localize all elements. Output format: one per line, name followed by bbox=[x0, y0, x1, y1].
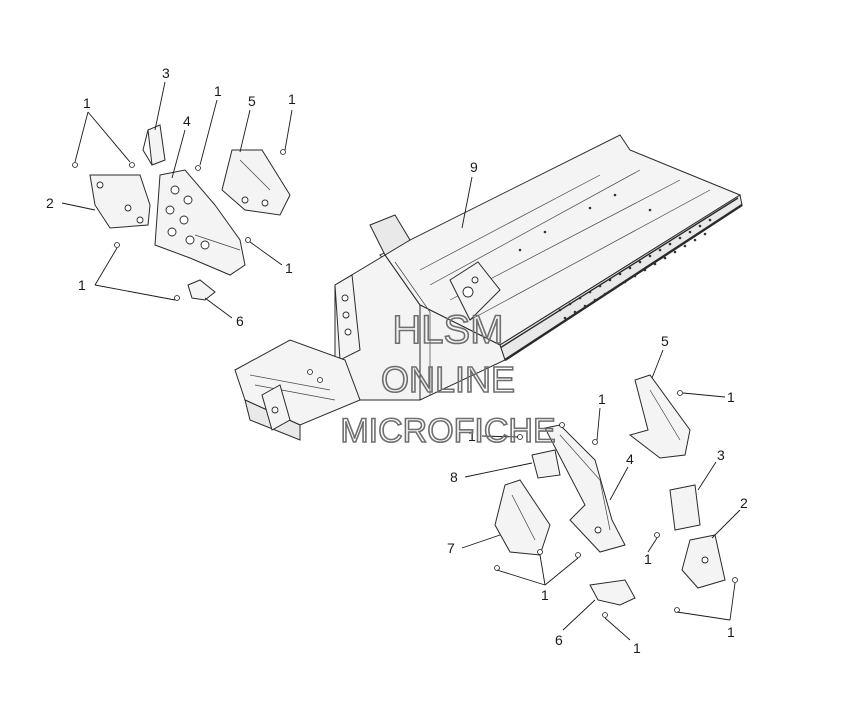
callout-right-6: 6 bbox=[555, 632, 563, 648]
callout-right-8: 8 bbox=[450, 469, 458, 485]
watermark: HLSM ONLINE MICROFICHE bbox=[340, 307, 557, 451]
bracket-part-6-left bbox=[187, 279, 216, 301]
watermark-line-3: MICROFICHE bbox=[340, 412, 555, 450]
watermark-line-1: HLSM bbox=[392, 308, 503, 352]
bracket-part-3-left bbox=[142, 124, 166, 166]
callout-left-6: 6 bbox=[236, 313, 244, 329]
bracket-part-4-right bbox=[544, 424, 626, 553]
callout-right-7: 7 bbox=[447, 540, 455, 556]
callout-right-1-e: 1 bbox=[541, 587, 549, 603]
callout-left-1-c: 1 bbox=[288, 91, 296, 107]
callout-right-4: 4 bbox=[626, 451, 634, 467]
callout-right-1-a: 1 bbox=[727, 389, 735, 405]
bracket-part-3-right bbox=[669, 484, 701, 531]
callout-left-3: 3 bbox=[162, 65, 170, 81]
watermark-line-2: ONLINE bbox=[381, 359, 515, 400]
fasteners-right bbox=[494, 390, 738, 618]
fasteners-left bbox=[72, 149, 286, 301]
callout-right-1-f: 1 bbox=[727, 624, 735, 640]
callout-left-1-b: 1 bbox=[214, 83, 222, 99]
tunnel-perforations bbox=[468, 193, 712, 320]
heat-shield-part-4-left bbox=[154, 169, 246, 276]
plate-part-2-right bbox=[681, 534, 726, 589]
block-part-8-right bbox=[531, 449, 561, 479]
bracket-part-5-left bbox=[221, 149, 291, 216]
callout-right-1-g: 1 bbox=[633, 640, 641, 656]
shield-part-5-right bbox=[628, 374, 691, 459]
callout-right-1-b: 1 bbox=[598, 391, 606, 407]
callout-right-1-d: 1 bbox=[644, 551, 652, 567]
callout-left-2: 2 bbox=[46, 195, 54, 211]
callout-labels: 3 1 4 1 5 1 2 1 1 6 9 5 1 1 1 8 4 3 2 7 … bbox=[46, 65, 748, 656]
leader-lines bbox=[61, 81, 741, 641]
callout-right-2: 2 bbox=[740, 495, 748, 511]
callout-left-1-a: 1 bbox=[83, 95, 91, 111]
callout-right-1-c: 1 bbox=[468, 428, 476, 444]
chassis-frame bbox=[234, 134, 743, 441]
callout-left-5: 5 bbox=[248, 93, 256, 109]
callout-left-4: 4 bbox=[183, 113, 191, 129]
callout-right-5: 5 bbox=[661, 333, 669, 349]
callout-right-3: 3 bbox=[717, 447, 725, 463]
plate-part-2-left bbox=[89, 174, 151, 229]
shield-part-7-right bbox=[494, 479, 551, 556]
callout-left-1-e: 1 bbox=[78, 277, 86, 293]
callout-left-1-d: 1 bbox=[285, 260, 293, 276]
bracket-part-6-right bbox=[589, 579, 636, 606]
callout-frame-9: 9 bbox=[470, 159, 478, 175]
